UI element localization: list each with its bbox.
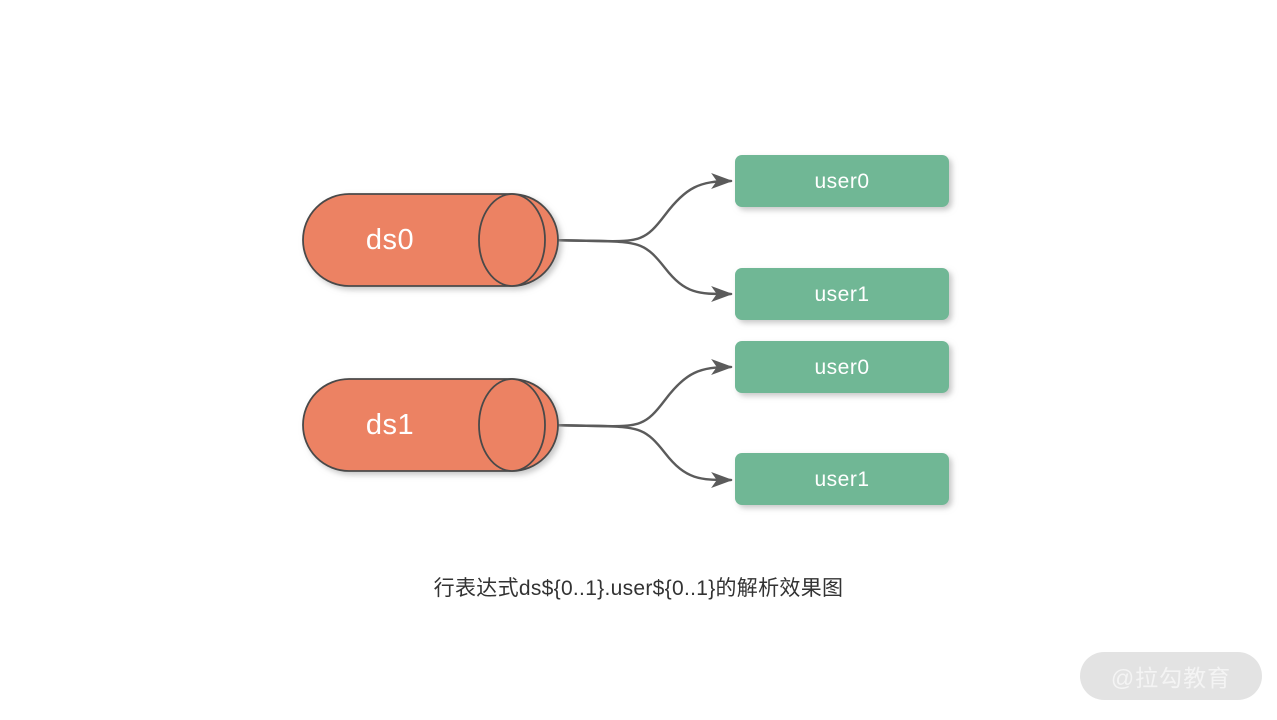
ds1-cylinder-cap [478, 378, 546, 472]
node-ds0[interactable] [302, 193, 559, 287]
edge-ds0-to-user0 [543, 173, 733, 243]
diagram-caption: 行表达式ds${0..1}.user${0..1}的解析效果图 [433, 577, 844, 600]
node-ds0-user0[interactable] [735, 155, 949, 207]
ds0-user0-box [735, 155, 949, 207]
node-ds1-user1[interactable] [735, 453, 949, 505]
edge-ds0-to-user1 [543, 238, 733, 302]
node-ds1-user0[interactable] [735, 341, 949, 393]
edge-group-ds0 [543, 173, 733, 302]
node-ds0-user1[interactable] [735, 268, 949, 320]
ds0-cylinder-cap [478, 193, 546, 287]
edge-ds1-to-user0 [543, 359, 733, 428]
watermark-text: @拉勾教育 [1110, 665, 1232, 691]
watermark-badge: @拉勾教育 [1080, 652, 1262, 700]
ds1-user0-box [735, 341, 949, 393]
edge-group-ds1 [543, 359, 733, 488]
node-ds1[interactable] [302, 378, 559, 472]
ds0-user1-box [735, 268, 949, 320]
ds1-user1-box [735, 453, 949, 505]
edge-ds1-to-user1 [543, 423, 733, 488]
